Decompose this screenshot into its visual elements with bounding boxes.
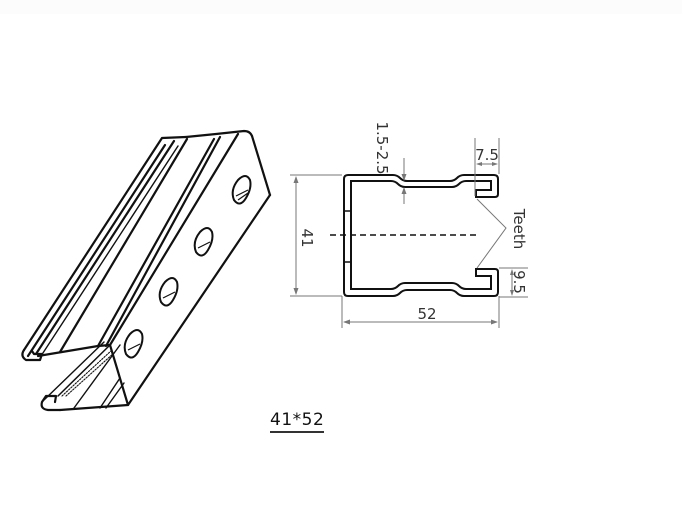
- slot-holes: [123, 175, 252, 359]
- dimension-lines: [290, 138, 528, 328]
- slot-hole: [231, 175, 252, 205]
- slot-hole: [158, 277, 179, 307]
- top-band: [0, 0, 682, 14]
- profile-caption: 41*52: [270, 410, 325, 433]
- isometric-channel-view: [21, 129, 272, 412]
- slot-hole: [193, 227, 214, 257]
- dimension-height-label: 41: [298, 228, 316, 247]
- dimension-labels: 41 52 1.5-2.5 7.5 9.5 Teeth: [298, 121, 528, 323]
- dimension-lip-top-label: 7.5: [475, 146, 499, 164]
- dimension-thickness-label: 1.5-2.5: [373, 121, 391, 174]
- dimension-lip-bottom-label: 9.5: [510, 270, 528, 294]
- cross-section-view: [330, 174, 499, 297]
- dimension-width-label: 52: [417, 305, 436, 323]
- profile-outer: [343, 174, 499, 297]
- teeth-annotation: Teeth: [510, 208, 528, 249]
- slot-hole: [123, 329, 144, 359]
